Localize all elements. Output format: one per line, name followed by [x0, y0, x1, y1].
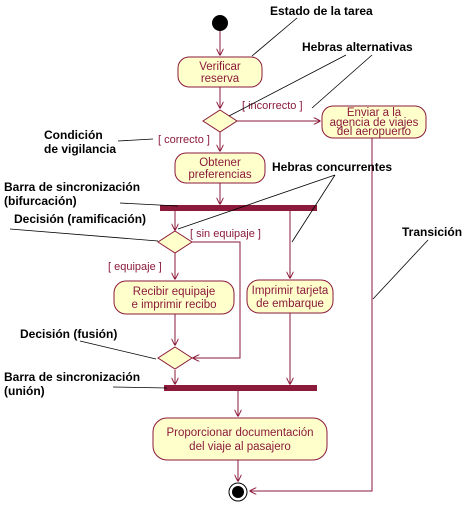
activity-verificar-line1: Verificar	[199, 61, 241, 73]
transitions	[175, 28, 373, 491]
transition-sin-equipaje	[192, 241, 241, 358]
annotation-hebras-concurrentes: Hebras concurrentes	[272, 160, 392, 174]
annotation-decision-fusion: Decisión (fusión)	[20, 327, 117, 341]
activity-recibir-line1: Recibir equipaje	[133, 286, 215, 298]
activity-enviar-line1: Enviar a la	[347, 107, 402, 119]
guard-incorrecto: [ incorrecto ]	[242, 100, 303, 112]
activity-enviar-line2: agencia de viajes	[330, 117, 419, 129]
annotation-decision-ramificacion: Decisión (ramificación)	[14, 212, 146, 226]
decision-branch	[157, 230, 193, 254]
activity-obtener-line1: Obtener	[199, 157, 241, 169]
decision-reserva	[202, 109, 238, 133]
annotation-barra-union-line1: Barra de sincronización	[4, 370, 140, 384]
activity-verificar-line2: reserva	[201, 73, 240, 85]
annotation-barra-union-line2: (unión)	[4, 384, 45, 398]
activity-imprimir-tarjeta: Imprimir tarjeta de embarque	[246, 279, 334, 314]
activity-proporcionar-line1: Proporcionar documentación	[166, 427, 313, 439]
guard-correcto: [ correcto ]	[158, 134, 210, 146]
guard-equipaje: [ equipaje ]	[108, 261, 162, 273]
activity-proporcionar-line2: del viaje al pasajero	[189, 441, 291, 453]
annotation-barra-bif-line1: Barra de sincronización	[4, 180, 140, 194]
activity-imprimir-line2: de embarque	[256, 298, 324, 310]
final-node	[228, 482, 248, 502]
annotation-transicion: Transición	[402, 225, 462, 239]
activity-enviar-agencia: Enviar a la agencia de viajes del aeropu…	[321, 105, 427, 139]
transition-enviar-end	[250, 138, 373, 491]
activity-recibir-line2: e imprimir recibo	[132, 299, 217, 311]
annotation-estado-tarea: Estado de la tarea	[270, 4, 373, 18]
annotation-condicion-line1: Condición	[44, 128, 103, 142]
annotation-leaders	[9, 17, 429, 389]
annotation-barra-bif-line2: (bifurcación)	[4, 194, 77, 208]
activity-obtener-line2: preferencias	[188, 169, 252, 181]
activity-obtener-preferencias: Obtener preferencias	[174, 152, 266, 184]
activity-recibir-equipaje: Recibir equipaje e imprimir recibo	[113, 280, 235, 315]
initial-node	[212, 15, 228, 31]
activity-verificar-reserva: Verificar reserva	[177, 56, 263, 88]
activity-imprimir-line1: Imprimir tarjeta	[252, 285, 329, 297]
activity-proporcionar-documentacion: Proporcionar documentación del viaje al …	[152, 417, 328, 461]
sync-bar-join	[164, 385, 317, 391]
annotation-hebras-alternativas: Hebras alternativas	[302, 40, 413, 54]
annotation-condicion-line2: de vigilancia	[44, 142, 116, 156]
guard-sin-equipaje: [ sin equipaje ]	[190, 228, 261, 240]
activity-enviar-line3: del aeropuerto	[337, 126, 411, 138]
decision-merge	[157, 346, 193, 370]
